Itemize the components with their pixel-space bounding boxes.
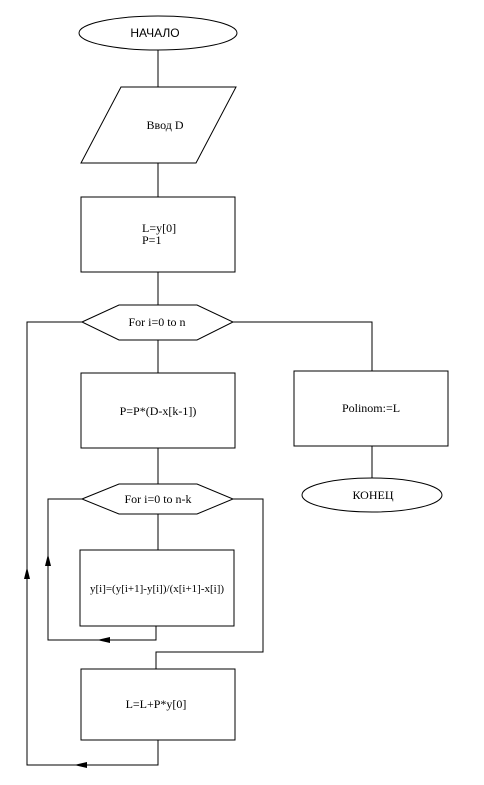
connectors: [26, 50, 373, 766]
end-label: КОНЕЦ: [352, 488, 393, 502]
result-block: Polinom:=L: [293, 370, 449, 447]
outer-loop-block: For i=0 to n: [80, 304, 235, 341]
input-block: Ввод D: [80, 86, 237, 164]
start-terminator: НАЧАЛО: [78, 15, 238, 51]
init-line-1: L=y[0]: [142, 221, 176, 235]
outer-loop-label: For i=0 to n: [128, 315, 185, 329]
product-step-label: P=P*(D-x[k-1]): [120, 404, 197, 418]
difference-step-label: y[i]=(y[i+1]-y[i])/(x[i+1]-x[i]): [90, 583, 224, 595]
input-label: Ввод D: [146, 118, 183, 132]
difference-step-block: y[i]=(y[i+1]-y[i])/(x[i+1]-x[i]): [79, 549, 235, 627]
arrowheads: [24, 554, 110, 768]
arrow-outer-bottom: [74, 762, 87, 768]
start-label: НАЧАЛО: [130, 26, 179, 40]
accumulate-step-label: L=L+P*y[0]: [126, 697, 187, 711]
arrow-inner-return: [45, 554, 51, 566]
init-block: L=y[0] P=1: [80, 196, 236, 273]
end-terminator: КОНЕЦ: [301, 477, 443, 513]
init-line-2: P=1: [142, 233, 161, 247]
product-step-block: P=P*(D-x[k-1]): [80, 372, 236, 449]
result-label: Polinom:=L: [342, 401, 400, 415]
inner-loop-block: For i=0 to n-k: [80, 483, 235, 515]
arrow-inner-bottom: [97, 637, 110, 643]
inner-loop-label: For i=0 to n-k: [124, 492, 191, 506]
arrow-outer-return: [24, 567, 30, 579]
accumulate-step-block: L=L+P*y[0]: [80, 668, 236, 741]
